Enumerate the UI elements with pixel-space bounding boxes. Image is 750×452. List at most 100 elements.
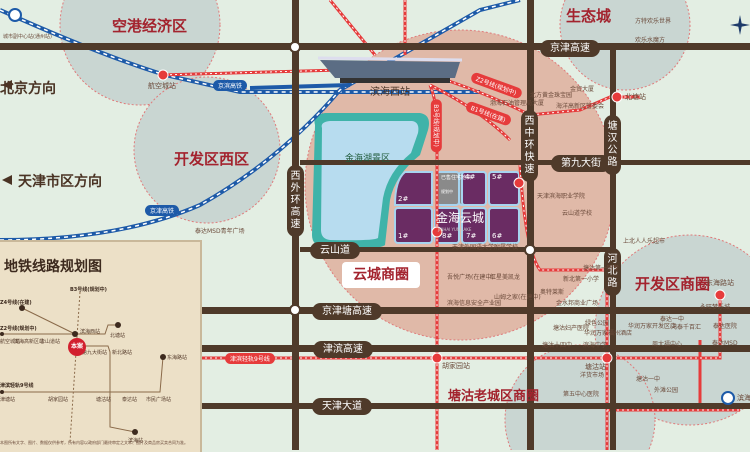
- poi-vocational-college: 天津滨海职业学院: [537, 193, 586, 200]
- binhai-west-station-building: [317, 56, 463, 83]
- road-tianjin-avenue: 天津大道: [312, 398, 372, 415]
- arrow-beijing-icon: [2, 80, 12, 90]
- poi-tanggu-first: 塘沽一中: [636, 376, 661, 383]
- poi-fangte: 方特欢乐世界: [635, 18, 672, 25]
- yuncheng-zone-label: 云城商圈: [342, 262, 420, 288]
- poi-wuyue: 吾悦广场(在建中): [447, 274, 494, 281]
- poi-xinbei-primary: 新北第一小学: [563, 276, 600, 283]
- poi-teda-first: 泰达一中: [660, 316, 685, 323]
- metro-panel-title: 地铁线路规划图: [4, 259, 102, 275]
- panel-station-hujiayuan: 胡家园站: [48, 397, 69, 403]
- panel-station-teda: 泰达站: [122, 397, 138, 403]
- poi-teda-hospital: 泰达医院: [713, 323, 738, 330]
- panel-station-jintang: 津塘站: [0, 397, 16, 403]
- poi-teda-msd-youth: 泰达MSD青年广场: [195, 228, 245, 235]
- road-jingjin-expressway: 京津高速: [540, 40, 600, 57]
- zone-ecocity-label: 生态城: [566, 7, 612, 25]
- panel-station-huashan: 华山道站: [40, 339, 61, 345]
- panel-station-beitang: 北塘站: [110, 333, 126, 339]
- poi-sams: 山姆之家(在建中): [494, 294, 541, 301]
- zone-airport-label: 空港经济区: [112, 17, 188, 35]
- poi-water-cube: 欢乐水魔方: [635, 37, 666, 44]
- station-tanggu: 塘沽站: [585, 363, 606, 371]
- metro-station-markers: [157, 69, 726, 364]
- poi-vanguard-hotel: 华润万家福州酒店: [584, 330, 633, 337]
- poi-jinmao: 金贸大厦: [570, 86, 595, 93]
- poi-tanggu-vocational: 塘沽第一职专: [583, 265, 620, 272]
- panel-station-binhai: 滨海站: [128, 438, 144, 444]
- poi-chow-tai-fook: 周大福中心: [652, 341, 683, 348]
- station-tongzhou: 城市副中心站(通州站): [3, 34, 52, 40]
- poi-hongtai: 鸿泰千百汇: [671, 324, 702, 331]
- plot-1: 1#: [398, 232, 409, 240]
- poi-yunshan-school: 云山道学校: [562, 210, 593, 217]
- metro-tag-line9: 津滨轻轨9号线: [225, 353, 275, 364]
- road-ninth-avenue: 第九大街: [551, 155, 611, 172]
- station-hangkong: 航空城站: [148, 82, 176, 90]
- plot-4: 4#: [465, 173, 476, 181]
- metro-line-z2: Z2号线(规划中): [0, 326, 37, 332]
- metro-panel-disclaimer: 本图所有文字、图片、数据仅供参考，所有内容以政府部门最终审定之文本、图片及商品房…: [0, 440, 188, 445]
- road-west-middle-ring: 西中环快速: [521, 110, 538, 182]
- panel-station-xinbei: 新北路站: [112, 350, 133, 356]
- poi-outlets: 奥特莱斯: [540, 289, 565, 296]
- road-hebei: 河北路: [604, 248, 621, 296]
- station-binhai: 滨海站: [737, 394, 750, 402]
- plot-8: 8#: [442, 232, 453, 240]
- plot-5: 5#: [492, 173, 503, 181]
- poi-binhai-middle: 滨海中学: [583, 342, 608, 349]
- project-en-name: JINHAI YUN LAKE: [438, 227, 472, 232]
- poi-gold-jewelry: 北方黄金珠宝园: [530, 92, 573, 99]
- poi-vanguard-dev: 华润万家开发区店: [628, 323, 677, 330]
- lake-water: [321, 121, 419, 241]
- project-name: 金海云城: [436, 211, 485, 225]
- panel-station-donghai: 东海路站: [167, 355, 188, 361]
- poi-redstar: 红星美凯龙: [490, 274, 521, 281]
- binhai-station-icon: [721, 391, 735, 405]
- plot-7: 7#: [466, 232, 477, 240]
- panel-station-binhai-west: 滨海西站: [80, 329, 101, 335]
- road-west-outer-ring: 西外环高速: [287, 165, 304, 237]
- poi-maternity-hospital: 塘沽妇产医院: [553, 325, 590, 332]
- reserved-plot-sub: 规划中: [441, 189, 453, 194]
- poi-renrenle: 上北人人乐超市: [623, 238, 666, 245]
- metro-planning-panel: 地铁线路规划图 B3号线(规划中) Z4号线(在建) Z2号线(规划中) 津滨轻…: [0, 240, 202, 452]
- arrow-tianjin-icon: [2, 175, 12, 185]
- zone-tanggu-label: 塘沽老城区商圈: [448, 389, 540, 404]
- metro-tag-b3: B3号线(规划中): [430, 99, 442, 152]
- metro-line-9: 津滨轻轨9号线: [0, 383, 34, 389]
- poi-fifth-hospital: 第五中心医院: [563, 391, 600, 398]
- road-tanghan: 塘汉公路: [604, 115, 621, 175]
- plot-2: 2#: [398, 195, 409, 203]
- panel-station-hangkong: 航空城站: [0, 339, 21, 345]
- poi-waitan-park: 外滩公园: [654, 387, 679, 394]
- zone-dev-label: 开发区商圈: [635, 275, 711, 293]
- rail-tag-jingbin: 京滨高铁: [213, 80, 248, 91]
- metro-line-z4: Z4号线(在建): [0, 300, 32, 306]
- poi-bohai-oil: 渤海石油管理局大厦: [490, 100, 545, 107]
- road-yunshan: 云山道: [310, 242, 360, 259]
- reserved-plot-label: 已售住宅地块: [441, 175, 472, 181]
- tongzhou-station-icon: [8, 8, 22, 22]
- poi-aeon: 永旺梦乐城: [700, 304, 731, 311]
- poi-teda-msd: 泰达MSD: [712, 340, 738, 347]
- rail-tag-jinghu: 京津高铁: [145, 205, 180, 216]
- metro-line-b3: B3号线(规划中): [70, 287, 107, 293]
- plot-6: 6#: [492, 232, 503, 240]
- road-jinbin-expressway: 津滨高速: [313, 341, 373, 358]
- direction-beijing: 北京方向: [0, 81, 56, 97]
- poi-jinshuibang: 金水邦商业广场: [556, 300, 599, 307]
- poi-green-park: 绿色公园: [585, 320, 610, 327]
- poi-tanggu-14: 塘沽十四中: [542, 342, 573, 349]
- poi-info-security-park: 滨海信息安全产业园: [447, 300, 502, 307]
- lake-label: 金海湖景区: [345, 154, 391, 164]
- project-plots: [393, 171, 520, 244]
- metro-panel-lines: [0, 291, 166, 443]
- station-binhai-west: 滨海西站: [370, 87, 410, 98]
- panel-station-ninth: 第九大街站: [82, 350, 108, 356]
- poi-foreign-goods-market: 洋货市场: [580, 372, 605, 379]
- station-beitang: 北塘站: [625, 93, 646, 101]
- road-jingjintang-expressway: 京津塘高速: [312, 303, 382, 320]
- panel-station-tanggu: 塘沽站: [96, 397, 112, 403]
- panel-station-civic-square: 市民广场站: [146, 397, 172, 403]
